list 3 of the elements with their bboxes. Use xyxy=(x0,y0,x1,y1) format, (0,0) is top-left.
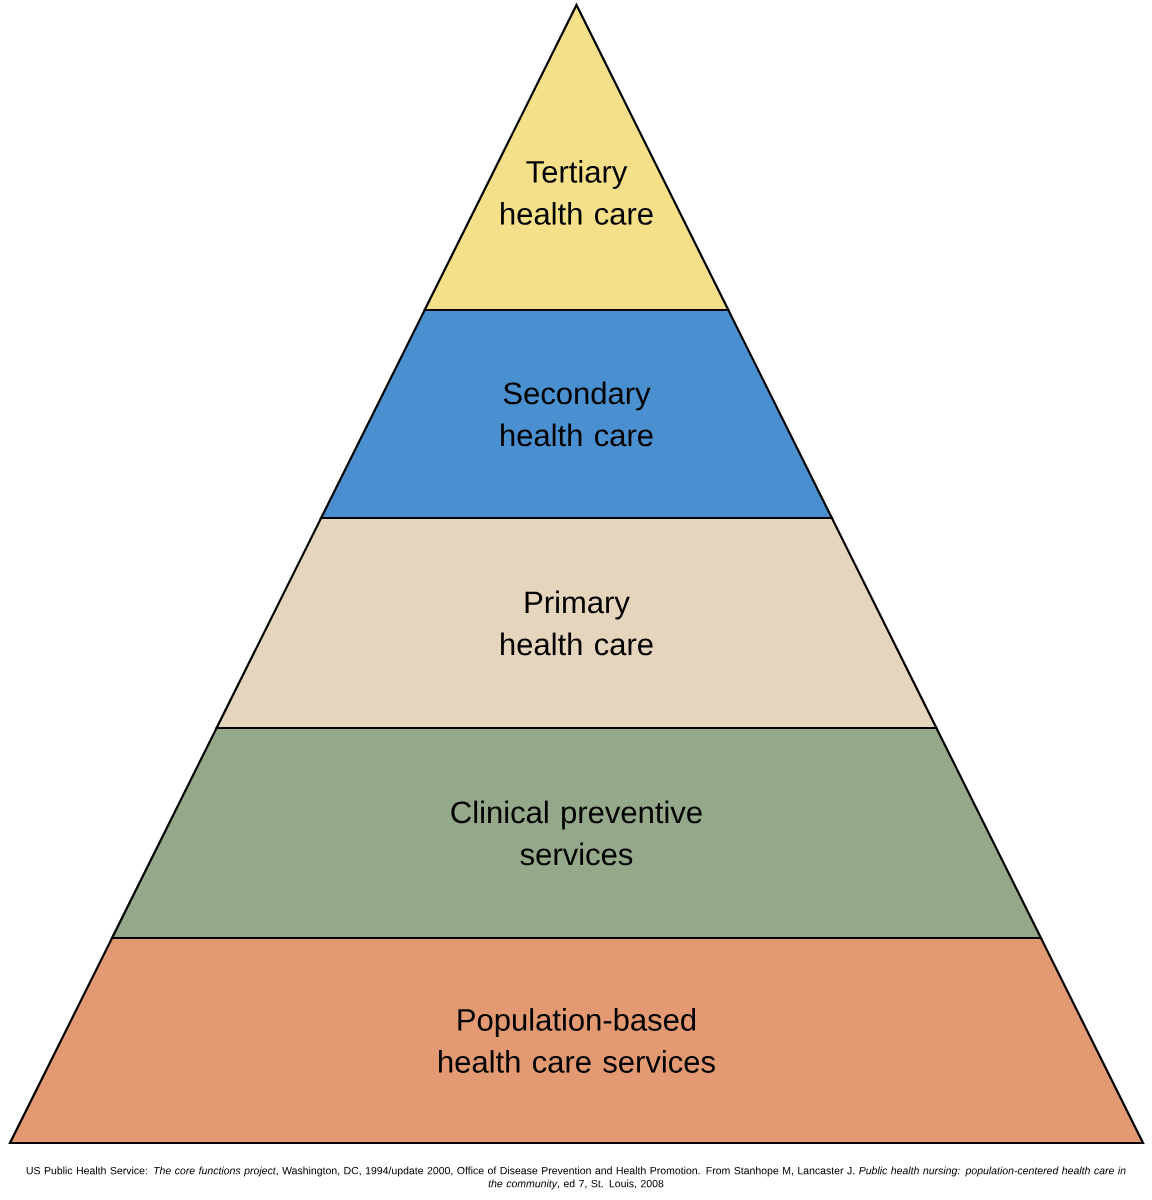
caption: US Public Health Service: The core functions project, Washington, DC, 1994/update 2000, Office of Disease Prevention and Health Promotion. From Stanhope M, Lancaster J. Public health nursing: population-centered health care in the community, ed 7, St. Louis, 2008 xyxy=(26,1166,1126,1190)
pyramid-band: Clinical preventive services xyxy=(110,726,1043,940)
pyramid-band: Population-based health care services xyxy=(8,936,1145,1145)
